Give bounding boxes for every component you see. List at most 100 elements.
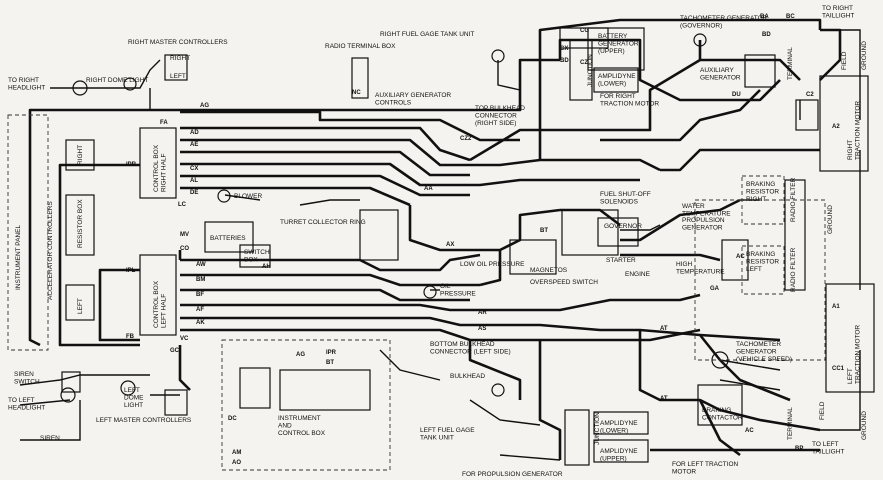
wire-code: BF — [196, 292, 204, 298]
amplidyne-lower-bottom-label: AMPLIDYNE(LOWER) — [600, 420, 638, 435]
wire-code: AO — [232, 460, 241, 466]
wire-code: AS — [478, 326, 486, 332]
right-traction-motor-label: RIGHTTRACTION MOTOR — [847, 101, 862, 160]
wire-code: AC — [736, 254, 745, 260]
magnetos-label: MAGNETOS — [530, 267, 568, 274]
wire-code: DC — [228, 416, 237, 422]
wire-code: BP — [795, 446, 803, 452]
wire-code: BD — [762, 32, 771, 38]
left-fuel-gage — [491, 383, 505, 397]
wire-code: C2 — [806, 92, 814, 98]
wire-code: CG — [580, 28, 589, 34]
ground-top-label: GROUND — [861, 41, 868, 70]
overspeed-switch-label: OVERSPEED SWITCH — [530, 279, 598, 286]
left-traction-motor-label: LEFTTRACTION MOTOR — [847, 325, 862, 384]
junction-bottom-label: JUNCTION — [594, 412, 601, 445]
thin-wires — [19, 29, 861, 461]
wire-code: AD — [190, 130, 199, 136]
wire-code: AC — [745, 428, 754, 434]
wire-code: CX — [190, 166, 198, 172]
wire-code: CX — [560, 46, 568, 52]
wire-code: BD — [560, 58, 569, 64]
wire-code: AL — [190, 178, 198, 184]
ground-mid-label: GROUND — [827, 205, 834, 234]
wire-code: AT — [660, 396, 668, 402]
wire-code: A1 — [832, 304, 840, 310]
wire-code: AA — [424, 186, 433, 192]
left-headlight-icon — [60, 387, 76, 403]
wire-code: NC — [352, 90, 361, 96]
amplidyne-upper-bottom-box — [593, 439, 649, 463]
amplidyne-lower-top-label: AMPLIDYNE(LOWER) — [598, 73, 636, 88]
left-traction-motor-box — [825, 283, 875, 393]
wire-code: AH — [262, 264, 271, 270]
instrument-panel-box — [7, 114, 49, 351]
amplidyne-upper-bottom-label: AMPLIDYNE(UPPER) — [600, 448, 638, 463]
braking-resistor-left — [741, 245, 785, 295]
right-dome-light-label: RIGHT DOME LIGHT — [86, 77, 148, 84]
wire-code: BC — [786, 14, 795, 20]
terminal-bottom-label: TERMINAL — [787, 407, 794, 440]
wire-code: AK — [196, 320, 205, 326]
siren-label: SIREN — [40, 435, 60, 442]
ground-bottom-label: GROUND — [861, 411, 868, 440]
wire-code: CZ2 — [460, 136, 472, 142]
wire-code: IPR — [126, 162, 137, 168]
wire-code: AE — [190, 142, 198, 148]
blower-icon — [217, 189, 231, 203]
right-fuel-gage — [491, 49, 505, 63]
left-top-label: LEFT — [170, 73, 186, 80]
instrument-and-control-box — [221, 339, 391, 471]
auxiliary-generator-box — [744, 54, 776, 88]
amplidyne-lower-bottom-box — [593, 411, 649, 435]
wire-code: BM — [196, 277, 205, 283]
wire-code: FB — [126, 334, 135, 340]
for-propulsion-generator-label: FOR PROPULSION GENERATOR — [462, 471, 563, 478]
tachometer-generator-governor-icon — [693, 33, 707, 47]
wire-code: BT — [326, 360, 334, 366]
oil-pressure-icon — [423, 285, 437, 299]
left-master-controller — [164, 389, 188, 416]
instrument-panel-label: INSTRUMENT PANEL — [15, 224, 22, 290]
right-master-controllers-label: RIGHT MASTER CONTROLLERS — [128, 39, 228, 46]
control-box-right-half-label: CONTROL BOXRIGHT HALF — [153, 144, 168, 192]
wire-code: LC — [178, 202, 187, 208]
control-box-left-half-label: CONTROL BOXLEFT HALF — [153, 280, 168, 328]
junction-top-box — [569, 39, 593, 101]
right-traction-motor-box — [819, 75, 869, 172]
blower-label: BLOWER — [234, 193, 262, 200]
wire-code: AX — [446, 242, 454, 248]
left-dome-light-icon — [120, 380, 136, 396]
amplidyne-lower-top-box — [593, 67, 639, 93]
wire-code: BT — [540, 228, 548, 234]
right-headlight-icon — [72, 80, 88, 96]
tachometer-generator-governor-label: TACHOMETER GENERATOR(GOVERNOR) — [680, 15, 768, 30]
terminal-top-label: TERMINAL — [787, 47, 794, 80]
right-top-label: RIGHT — [170, 55, 190, 62]
left-master-controllers-label: LEFT MASTER CONTROLLERS — [96, 417, 192, 424]
radio-filter-label: RADIO FILTER — [790, 177, 797, 222]
wire-code: BA — [760, 14, 769, 20]
switch-box — [239, 244, 271, 268]
control-box-right-half — [139, 127, 177, 199]
batteries-label: BATTERIES — [210, 235, 246, 242]
low-oil-pressure-label: LOW OIL PRESSURE — [460, 261, 525, 268]
